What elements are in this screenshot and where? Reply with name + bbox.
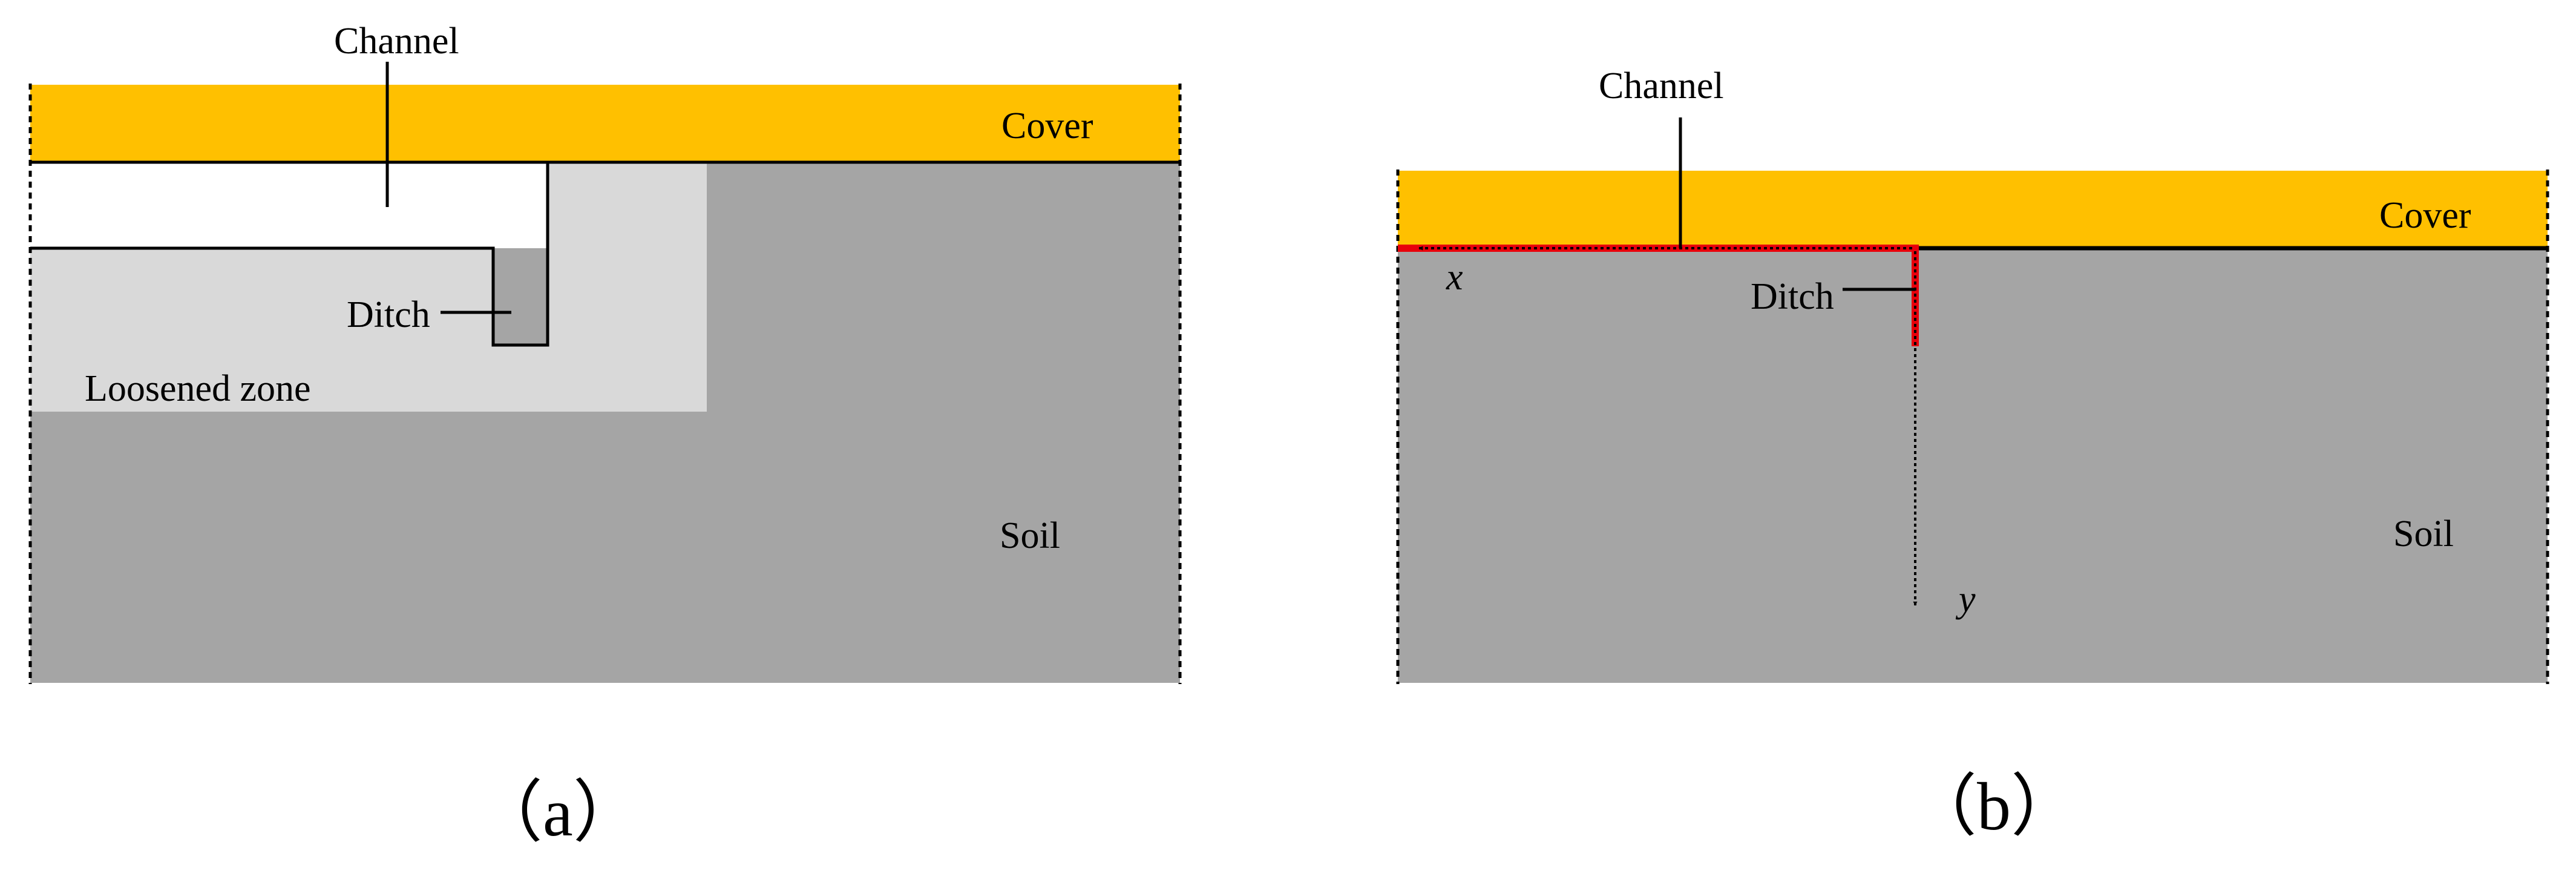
cover-layer <box>30 85 1180 162</box>
panel-a-caption: （a） <box>475 775 641 851</box>
y-axis-label: y <box>1955 579 1976 620</box>
soil-label: Soil <box>2393 513 2454 555</box>
panel-b: Channel Cover Ditch Soil x y （b） <box>1396 65 2549 844</box>
cover-layer <box>1398 171 2548 248</box>
panel-b-caption: （b） <box>1909 769 2079 844</box>
x-axis-label: x <box>1446 257 1463 298</box>
channel-gap <box>30 162 548 248</box>
soil-region <box>1398 248 2548 683</box>
ditch-label: Ditch <box>1751 276 1834 317</box>
loosened-zone-label: Loosened zone <box>85 368 311 409</box>
channel-outline <box>30 162 549 347</box>
cover-label: Cover <box>2379 195 2471 236</box>
panel-a: Channel Cover Ditch Loosened zone Soil （… <box>28 21 1182 851</box>
channel-label: Channel <box>334 21 459 62</box>
soil-label: Soil <box>1000 515 1060 556</box>
ditch-label: Ditch <box>347 294 430 335</box>
cover-label: Cover <box>1001 105 1093 146</box>
channel-label: Channel <box>1599 65 1724 107</box>
loosened-zone <box>30 162 707 412</box>
